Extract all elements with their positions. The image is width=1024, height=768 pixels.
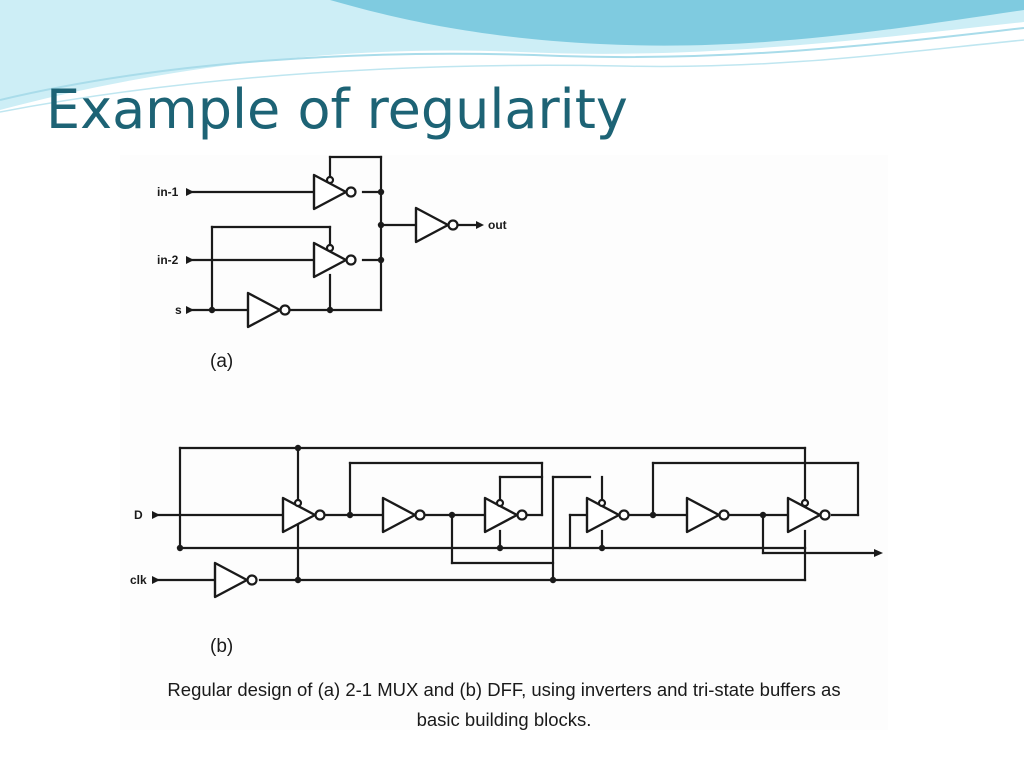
mux-junctions [208,188,385,314]
part-a-label: (a) [210,351,233,372]
mux-arrows [186,188,484,314]
input-label-d: D [134,508,143,522]
input-label-clk: clk [130,573,147,587]
output-label-out: out [488,218,507,232]
slide-title: Example of regularity [46,78,628,141]
circuit-figure: in-1 in-2 s out (a) [120,155,888,730]
caption-line-1: Regular design of (a) 2-1 MUX and (b) DF… [167,679,841,700]
input-label-in2: in-2 [157,253,179,267]
input-label-in1: in-1 [157,185,179,199]
circuit-diagram: in-1 in-2 s out (a) [130,155,883,657]
output-inverter [414,206,450,244]
dff-gates [213,496,831,599]
select-inverter [246,291,282,329]
dff-junctions [176,444,767,584]
dff-circuit: D clk (b) [130,444,883,657]
header-wave-decoration [0,0,1024,113]
part-b-label: (b) [210,636,233,657]
clk-inverter [213,561,249,599]
figure-caption: Regular design of (a) 2-1 MUX and (b) DF… [120,675,888,735]
dff-wires [154,446,878,582]
mux-gates [246,173,459,329]
mux-circuit: in-1 in-2 s out (a) [157,155,507,372]
dff-inverter-1 [381,496,417,534]
dff-inverter-2 [685,496,721,534]
caption-line-2: basic building blocks. [416,709,592,730]
dff-arrows [152,511,883,584]
mux-wires [190,155,482,312]
input-label-s: s [175,303,182,317]
